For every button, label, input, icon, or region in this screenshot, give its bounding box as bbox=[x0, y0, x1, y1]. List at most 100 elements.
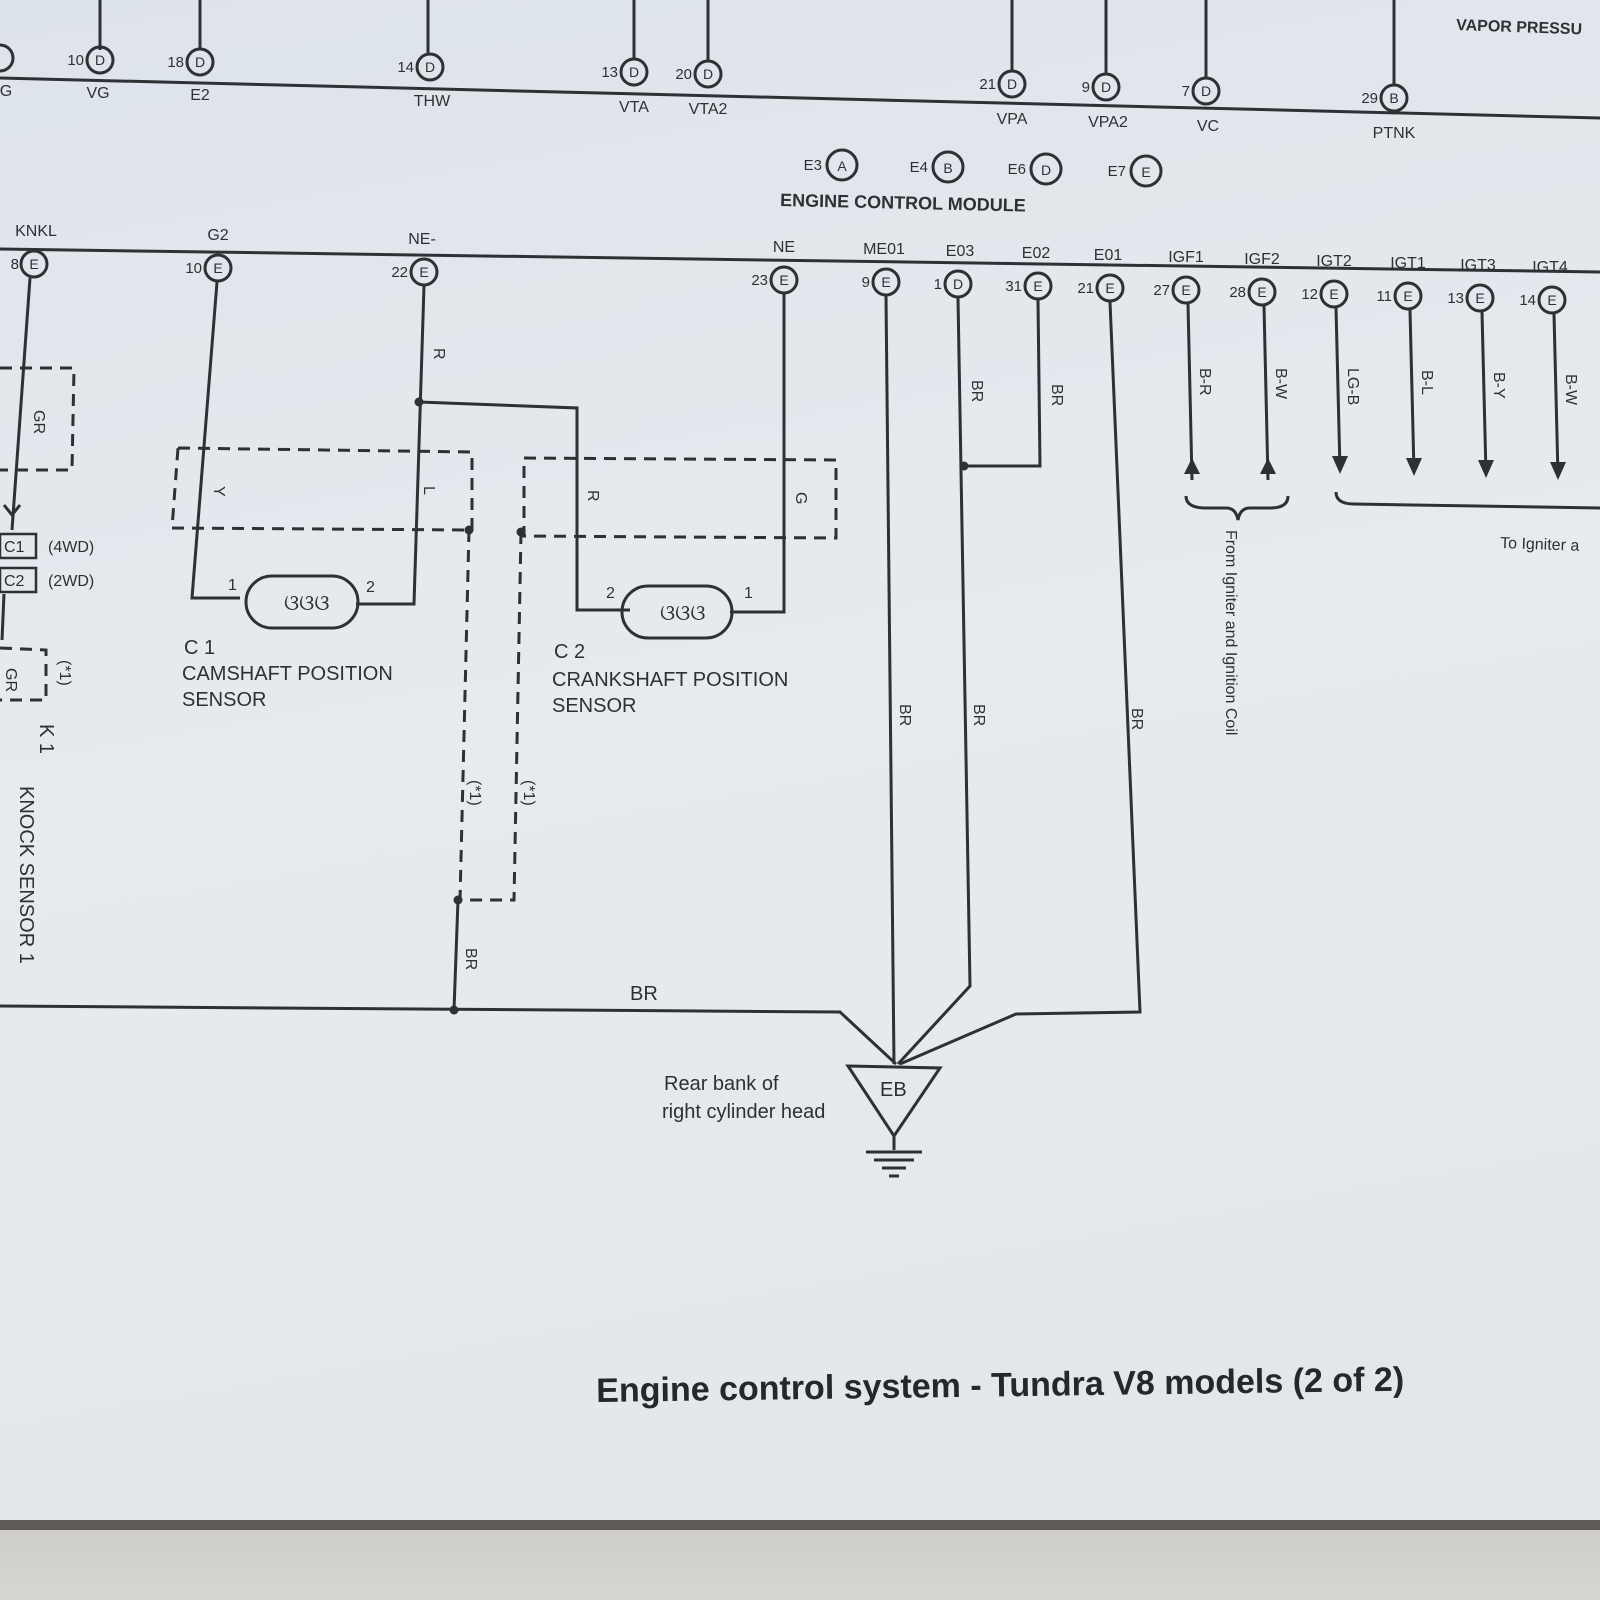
svg-text:(*1): (*1) bbox=[520, 780, 537, 806]
svg-text:D: D bbox=[953, 276, 963, 292]
svg-text:G: G bbox=[792, 492, 809, 504]
lower-pin-igt3: 13 E IGT3 bbox=[1447, 257, 1496, 313]
camshaft-sensor-id: C 1 bbox=[184, 637, 215, 659]
knock-sensor-id: K 1 bbox=[35, 724, 57, 754]
svg-text:28: 28 bbox=[1229, 284, 1246, 301]
from-igniter-label: From Igniter and Ignition Coil bbox=[1222, 530, 1239, 735]
lower-pin-ne-minus: 22 E NE- bbox=[391, 231, 439, 287]
upper-pin-e2: 18 D E2 bbox=[167, 47, 215, 104]
svg-text:PTNK: PTNK bbox=[1373, 125, 1416, 142]
upper-pin-vpa2: 9 D VPA2 bbox=[1082, 72, 1128, 131]
svg-text:D: D bbox=[1101, 79, 1111, 95]
svg-text:E: E bbox=[1105, 280, 1114, 296]
wiring-diagram: VAPOR PRESSU G 10 D VG 18 D E2 14 D THW … bbox=[0, 0, 1600, 1178]
svg-text:right cylinder head: right cylinder head bbox=[662, 1101, 825, 1123]
knock-sensor-label: KNOCK SENSOR 1 bbox=[15, 786, 37, 964]
ecm-connector-legend: E3 A E4 B E6 D E7 E ENGINE CONTROL MODUL… bbox=[780, 148, 1163, 216]
svg-text:B-R: B-R bbox=[1196, 368, 1213, 396]
svg-text:E03: E03 bbox=[946, 243, 975, 260]
ground-eb-symbol: EB Rear bank of right cylinder head bbox=[662, 1064, 943, 1178]
ecm-connector-e7: E7 E bbox=[1108, 154, 1163, 188]
svg-text:B-Y: B-Y bbox=[1490, 372, 1507, 399]
svg-text:D: D bbox=[1007, 76, 1017, 92]
svg-text:9: 9 bbox=[1082, 79, 1090, 96]
page-edge bbox=[0, 1520, 1600, 1530]
crankshaft-sensor-label: CRANKSHAFT POSITION bbox=[552, 669, 788, 691]
svg-text:VG: VG bbox=[86, 85, 109, 102]
svg-text:E: E bbox=[1141, 164, 1150, 180]
svg-text:20: 20 bbox=[675, 66, 692, 83]
svg-text:D: D bbox=[425, 59, 435, 75]
svg-text:BR: BR bbox=[970, 704, 987, 726]
svg-text:E3: E3 bbox=[804, 157, 822, 174]
svg-text:D: D bbox=[1201, 83, 1211, 99]
svg-text:B: B bbox=[1389, 90, 1398, 106]
svg-text:13: 13 bbox=[601, 64, 618, 81]
svg-text:23: 23 bbox=[751, 272, 768, 289]
svg-text:NE: NE bbox=[773, 239, 795, 256]
vapor-pressure-label: VAPOR PRESSU bbox=[1456, 17, 1582, 38]
svg-text:11: 11 bbox=[1376, 288, 1392, 305]
lower-pin-e02: 31 E E02 bbox=[1005, 245, 1053, 301]
svg-text:R: R bbox=[430, 348, 447, 360]
svg-text:E: E bbox=[29, 256, 38, 272]
lower-pin-ne: 23 E NE bbox=[751, 239, 799, 295]
svg-text:IGT4: IGT4 bbox=[1532, 259, 1568, 276]
svg-text:9: 9 bbox=[862, 274, 870, 291]
svg-text:BR: BR bbox=[968, 380, 985, 402]
svg-text:Y: Y bbox=[210, 486, 227, 497]
svg-text:IGF1: IGF1 bbox=[1168, 249, 1204, 266]
svg-text:B-W: B-W bbox=[1272, 368, 1289, 400]
svg-text:SENSOR: SENSOR bbox=[552, 695, 636, 717]
lower-ecm-bus-line bbox=[0, 247, 1600, 274]
svg-text:27: 27 bbox=[1153, 282, 1170, 299]
svg-text:(*1): (*1) bbox=[466, 780, 483, 806]
svg-text:E: E bbox=[1329, 286, 1338, 302]
svg-text:(*1): (*1) bbox=[56, 660, 73, 686]
svg-text:B-W: B-W bbox=[1562, 374, 1579, 406]
lower-pin-me01: 9 E ME01 bbox=[862, 241, 905, 297]
svg-text:31: 31 bbox=[1005, 278, 1022, 295]
svg-text:E02: E02 bbox=[1022, 245, 1051, 262]
upper-pin-vta2: 20 D VTA2 bbox=[675, 59, 728, 118]
ecm-connector-e4: E4 B bbox=[910, 150, 965, 184]
ecm-connector-e6: E6 D bbox=[1008, 152, 1063, 186]
svg-text:B-L: B-L bbox=[1418, 370, 1435, 395]
svg-text:R: R bbox=[584, 490, 601, 502]
svg-text:IGT1: IGT1 bbox=[1390, 255, 1426, 272]
lower-pin-igt1: 11 E IGT1 bbox=[1376, 255, 1426, 311]
svg-text:ME01: ME01 bbox=[863, 241, 905, 258]
svg-text:B: B bbox=[943, 160, 952, 176]
svg-text:L: L bbox=[420, 486, 437, 495]
upper-pins: 10 D VG 18 D E2 14 D THW 13 D VTA 20 D V… bbox=[67, 45, 1416, 142]
svg-text:14: 14 bbox=[397, 59, 414, 76]
lower-pin-igf2: 28 E IGF2 bbox=[1229, 251, 1280, 307]
svg-text:ଓଓଓ: ଓଓଓ bbox=[284, 590, 329, 615]
svg-text:D: D bbox=[95, 52, 105, 68]
svg-text:1: 1 bbox=[228, 577, 237, 594]
ecm-title: ENGINE CONTROL MODULE bbox=[780, 190, 1026, 216]
svg-text:VTA2: VTA2 bbox=[689, 101, 728, 118]
svg-text:E: E bbox=[1403, 288, 1412, 304]
svg-text:THW: THW bbox=[414, 93, 451, 110]
svg-text:NE-: NE- bbox=[408, 231, 436, 248]
svg-text:BR: BR bbox=[896, 704, 913, 726]
svg-text:G: G bbox=[0, 83, 12, 100]
svg-text:(2WD): (2WD) bbox=[48, 573, 94, 590]
crankshaft-sensor-id: C 2 bbox=[554, 641, 585, 663]
svg-text:IGT3: IGT3 bbox=[1460, 257, 1496, 274]
upper-pin-partial: G bbox=[0, 43, 15, 100]
svg-text:E01: E01 bbox=[1094, 247, 1123, 264]
svg-text:E7: E7 bbox=[1108, 163, 1126, 180]
svg-text:LG-B: LG-B bbox=[1344, 368, 1361, 405]
lower-pins: 8 E KNKL 10 E G2 22 E NE- 23 E NE 9 E ME… bbox=[11, 223, 1568, 315]
ground-wires: BR BR BR BR BR BR bbox=[0, 295, 1145, 1066]
svg-text:GR: GR bbox=[30, 410, 47, 434]
upper-leads bbox=[98, 0, 1396, 85]
lower-pin-igt4: 14 E IGT4 bbox=[1519, 259, 1568, 315]
to-igniter-label: To Igniter a bbox=[1500, 535, 1580, 555]
svg-text:G2: G2 bbox=[207, 227, 228, 244]
svg-text:10: 10 bbox=[67, 52, 84, 69]
svg-text:14: 14 bbox=[1519, 292, 1536, 309]
svg-text:ଓଓଓ: ଓଓଓ bbox=[660, 600, 705, 625]
